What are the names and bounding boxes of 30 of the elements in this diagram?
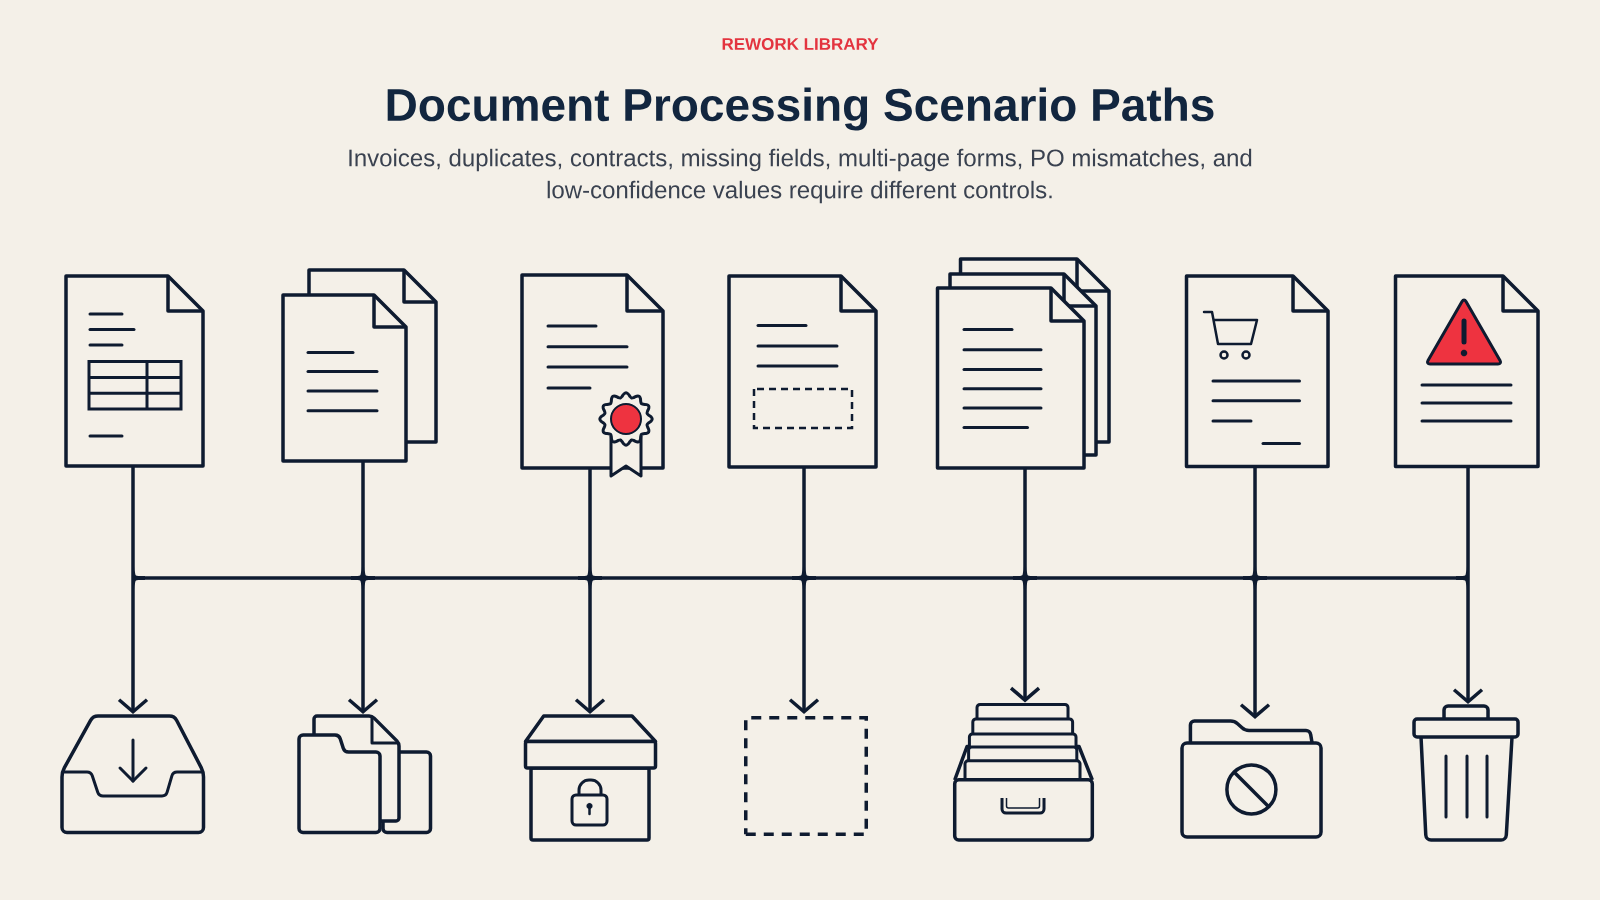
warning-document-icon xyxy=(1393,274,1540,469)
duplicate-documents-icon xyxy=(281,268,438,463)
connector-arrow xyxy=(117,576,149,714)
dashed-box xyxy=(744,716,868,836)
subtitle: Invoices, duplicates, contracts, missing fields, multi-page forms, PO mismatches, and low-confidence values require different controls. xyxy=(349,148,1252,204)
bus-line xyxy=(1025,576,1255,580)
connector-arrow xyxy=(1452,576,1484,704)
file-drawer-icon xyxy=(952,702,1095,842)
cart-document-icon xyxy=(1184,274,1330,469)
certificate-document-icon xyxy=(520,273,665,478)
blocked-folder-icon xyxy=(1180,719,1323,839)
connector-arrow xyxy=(1239,576,1271,719)
folders-icon xyxy=(297,714,433,835)
blank-field-document-icon xyxy=(727,274,878,469)
bus-line xyxy=(363,576,590,580)
bus-line xyxy=(133,576,363,580)
connector-arrow xyxy=(347,576,379,714)
inbox-tray-icon xyxy=(60,714,206,835)
connector-arrow xyxy=(574,576,606,714)
bus-line xyxy=(1255,576,1468,580)
title: Document Processing Scenario Paths xyxy=(387,87,1214,131)
connector-arrow xyxy=(788,576,820,714)
document-stack-icon xyxy=(935,257,1111,470)
trash-can-icon xyxy=(1412,704,1520,842)
bus-line xyxy=(804,576,1025,580)
bus-line xyxy=(590,576,804,580)
connector-arrow xyxy=(1009,576,1041,703)
eyebrow-label: REWORK LIBRARY xyxy=(722,38,879,51)
locked-box-icon xyxy=(523,714,658,842)
table-document-icon xyxy=(64,274,205,468)
